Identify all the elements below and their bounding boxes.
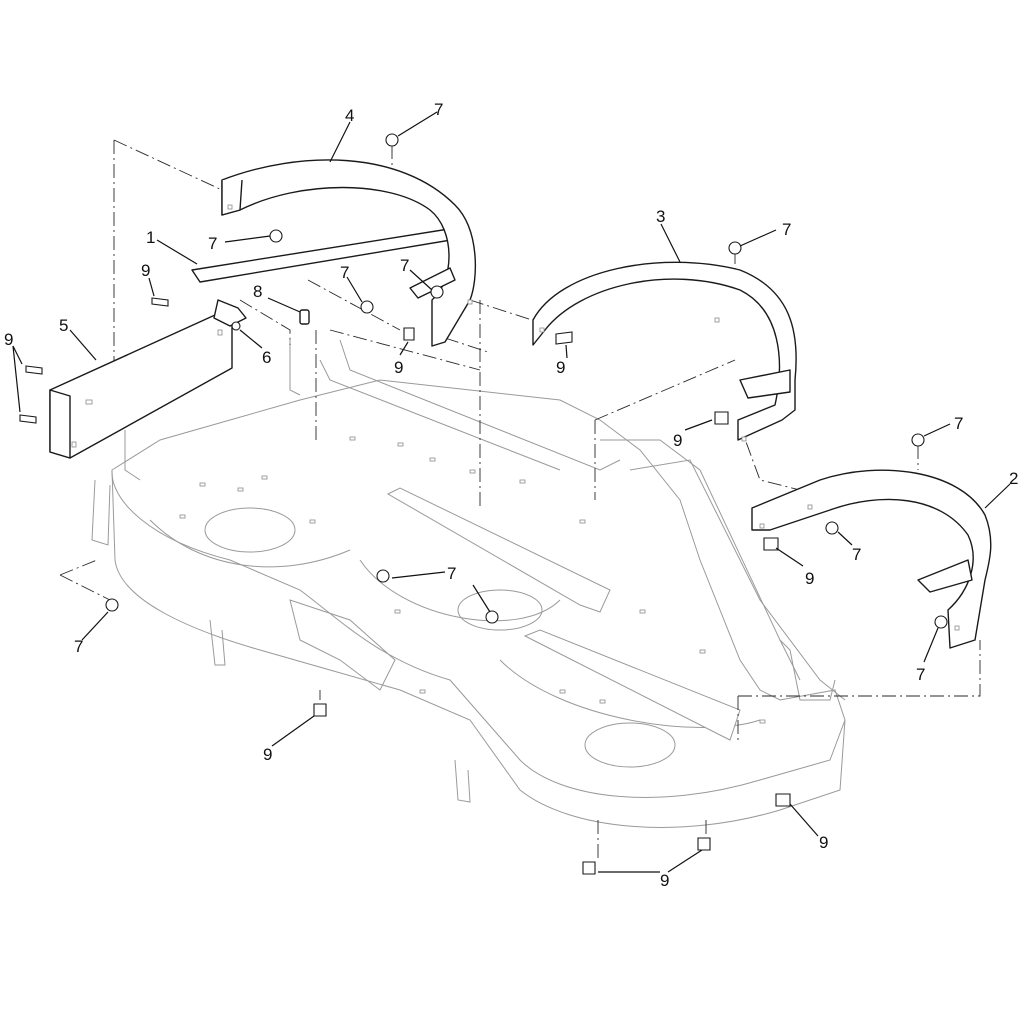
nut-icon: [430, 285, 444, 299]
bolt-icon: [19, 414, 37, 424]
callout-7-shield4-mid: 7: [340, 263, 349, 282]
nut-icon: [269, 229, 283, 243]
bolt-icon: [403, 327, 415, 341]
blade-center: [386, 487, 611, 613]
callout-7-shield2-top: 7: [954, 414, 963, 433]
leader-lines: [12, 111, 1011, 873]
callout-7-shield2-mid: 7: [852, 545, 861, 564]
mower-deck-housing: [91, 339, 846, 828]
callout-9-shield4: 9: [394, 358, 403, 377]
callout-3: 3: [656, 207, 665, 226]
nut-icon: [934, 615, 948, 629]
bolt-icon: [313, 703, 327, 717]
callout-7-shield3: 7: [782, 220, 791, 239]
blade-shield-part-2: [751, 469, 992, 649]
nut-icon: [385, 133, 399, 147]
bolt-icon: [582, 861, 596, 875]
nut-icon: [825, 521, 839, 535]
callout-4: 4: [345, 106, 354, 125]
pin-part-8: [299, 309, 310, 325]
callout-7-deck-left: 7: [74, 637, 83, 656]
bracket-part-6: [213, 299, 247, 331]
callout-6: 6: [262, 348, 271, 367]
callout-5: 5: [59, 316, 68, 335]
blade-shield-part-3: [532, 261, 797, 442]
callout-9-shield3-end: 9: [673, 431, 682, 450]
baffle-part-1: [191, 227, 464, 283]
callout-9-left-top: 9: [141, 261, 150, 280]
callout-9-shield3: 9: [556, 358, 565, 377]
bolt-icon: [555, 331, 573, 345]
callout-7-top: 7: [434, 100, 443, 119]
nut-icon: [728, 241, 742, 255]
callout-9-shield2: 9: [805, 569, 814, 588]
callout-7-deck-center: 7: [447, 564, 456, 583]
callout-labels: 1 2 3 4 5 6 7 7 7 7 7 7 7 7 7 7 8 9 9 9 …: [4, 100, 1018, 890]
blade-shield-part-4: [221, 159, 477, 347]
nut-icon: [105, 598, 119, 612]
nut-icon: [376, 569, 390, 583]
callout-9-left-side: 9: [4, 330, 13, 349]
bolt-icon: [714, 411, 729, 425]
bolt-icon: [775, 793, 791, 807]
callout-7-shield4-right: 7: [400, 256, 409, 275]
bolt-icon: [151, 297, 169, 307]
callout-2: 2: [1009, 469, 1018, 488]
callout-8: 8: [253, 282, 262, 301]
callout-1: 1: [146, 228, 155, 247]
bolt-icon: [697, 837, 711, 851]
fasteners: [19, 133, 948, 875]
deck-mounting-holes: [179, 436, 766, 724]
blade-right: [523, 629, 741, 741]
nut-icon: [485, 610, 499, 624]
callout-7-shield4-left: 7: [208, 234, 217, 253]
bolt-icon: [25, 365, 43, 375]
nut-icon: [911, 433, 925, 447]
side-plate-part-5: [49, 314, 233, 459]
callout-7-shield2-low: 7: [916, 665, 925, 684]
callout-9-deck-bottom-left: 9: [263, 745, 272, 764]
nut-icon: [360, 300, 374, 314]
callout-9-deck-right: 9: [819, 833, 828, 852]
callout-9-deck-bottom: 9: [660, 871, 669, 890]
